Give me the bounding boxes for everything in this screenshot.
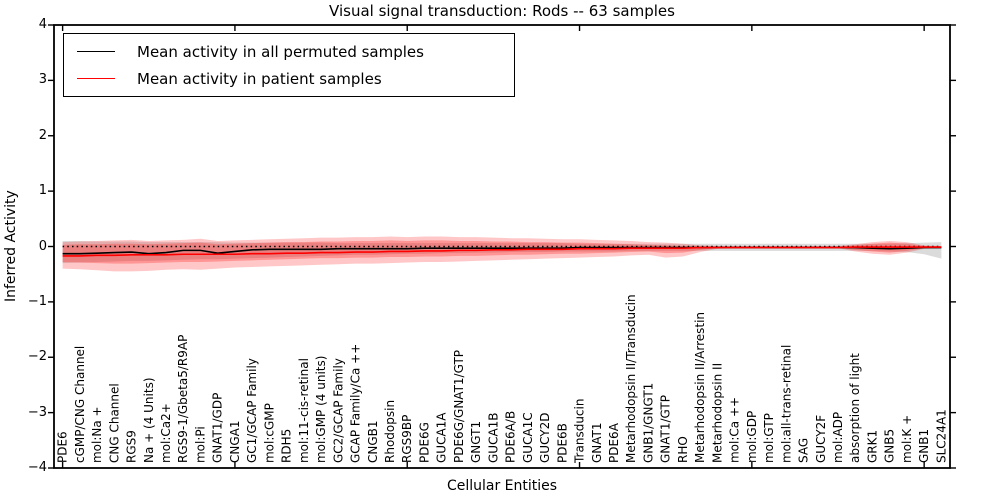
x-category-label: CNGA1: [228, 421, 242, 464]
x-category-label: GUCY2D: [538, 413, 552, 463]
legend-item-permuted: Mean activity in all permuted samples: [64, 39, 514, 65]
x-category-label: GNB5: [883, 429, 897, 463]
legend-line-swatch-black: [77, 51, 115, 52]
x-category-label: CNGB1: [366, 420, 380, 463]
x-category-label: absorption of light: [848, 353, 862, 463]
x-category-label: GNAT1/GDP: [211, 393, 225, 463]
x-category-label: GC2/GCAP Family: [331, 358, 345, 463]
band-patient-inner: [62, 240, 942, 264]
x-category-label: SLC24A1: [934, 409, 948, 463]
y-tick-label: 4: [38, 17, 47, 32]
x-category-label: CNG Channel: [107, 383, 121, 463]
x-category-label: GUCA1C: [521, 412, 535, 463]
x-category-label: PDE6G/GNAT1/GTP: [452, 350, 466, 463]
x-category-label: cGMP/CNG Channel: [73, 346, 87, 463]
x-category-label: RGS9BP: [400, 415, 414, 463]
x-category-label: mol:Pi: [193, 426, 207, 463]
x-category-label: GCAP Family/Ca ++: [349, 344, 363, 463]
x-category-label: PDE6A/B: [504, 411, 518, 463]
x-category-label: Na + (4 Units): [142, 377, 156, 463]
legend-line-swatch-red: [77, 78, 115, 79]
y-tick-label: −2: [27, 349, 47, 365]
x-category-label: mol:GDP: [745, 411, 759, 463]
x-category-label: mol:K +: [900, 415, 914, 463]
legend-item-patient: Mean activity in patient samples: [64, 66, 514, 92]
y-tick-label: 0: [38, 238, 47, 254]
x-category-label: mol:all-trans-retinal: [779, 345, 793, 463]
x-category-label: mol:cGMP: [262, 403, 276, 463]
x-category-label: GNB1/GNGT1: [641, 383, 655, 463]
x-category-label: Metarhodopsin II/Arrestin: [693, 312, 707, 463]
x-category-label: mol:Ca2+: [159, 403, 173, 463]
x-category-label: PDE6: [56, 431, 70, 463]
x-category-label: GUCA1A: [435, 412, 449, 463]
chart-title: Visual signal transduction: Rods -- 63 s…: [329, 2, 675, 20]
y-tick-label: −1: [27, 293, 47, 309]
x-category-label: GNB1: [917, 429, 931, 463]
series-line-patient: [62, 246, 942, 257]
x-category-label: RGS9-1/Gbeta5/R9AP: [176, 335, 190, 463]
x-category-label: mol:Na +: [90, 406, 104, 463]
x-category-label: RHO: [676, 436, 690, 463]
x-axis-label: Cellular Entities: [446, 478, 558, 494]
x-category-label: GC1/GCAP Family: [245, 358, 259, 463]
x-category-label: SAG: [797, 438, 811, 463]
x-category-label: Rhodopsin: [383, 400, 397, 463]
y-tick-label: 1: [38, 183, 47, 199]
x-category-label: GUCY2F: [814, 415, 828, 463]
x-category-label: PDE6A: [607, 422, 621, 463]
x-category-label: PDE6G: [417, 422, 431, 463]
legend: Mean activity in all permuted samples Me…: [63, 33, 515, 97]
x-category-label: mol:GMP (4 units): [314, 356, 328, 463]
band-patient-outer: [62, 236, 942, 272]
x-category-label: GRK1: [865, 430, 879, 463]
x-category-label: GNAT1/GTP: [659, 395, 673, 463]
x-category-label: PDE6B: [555, 423, 569, 463]
x-category-label: Metarhodopsin II: [710, 363, 724, 463]
y-tick-label: 2: [38, 127, 47, 143]
x-category-label: Metarhodopsin II/Transducin: [624, 294, 638, 463]
y-tick-label: −3: [27, 404, 47, 420]
x-category-label: GNGT1: [469, 421, 483, 463]
legend-label: Mean activity in patient samples: [137, 69, 382, 88]
y-tick-label: −4: [27, 460, 47, 475]
x-category-label: RGS9: [125, 430, 139, 463]
x-category-label: RDH5: [280, 429, 294, 463]
x-category-label: mol:ADP: [831, 412, 845, 463]
x-category-label: Transducin: [573, 399, 587, 464]
x-category-label: mol:11-cis-retinal: [297, 358, 311, 463]
x-category-label: mol:Ca ++: [728, 397, 742, 463]
x-category-label: GUCA1B: [486, 412, 500, 463]
y-tick-label: 3: [38, 72, 47, 88]
x-category-label: GNAT1: [590, 422, 604, 463]
x-category-label: mol:GTP: [762, 413, 776, 463]
legend-label: Mean activity in all permuted samples: [137, 42, 424, 61]
